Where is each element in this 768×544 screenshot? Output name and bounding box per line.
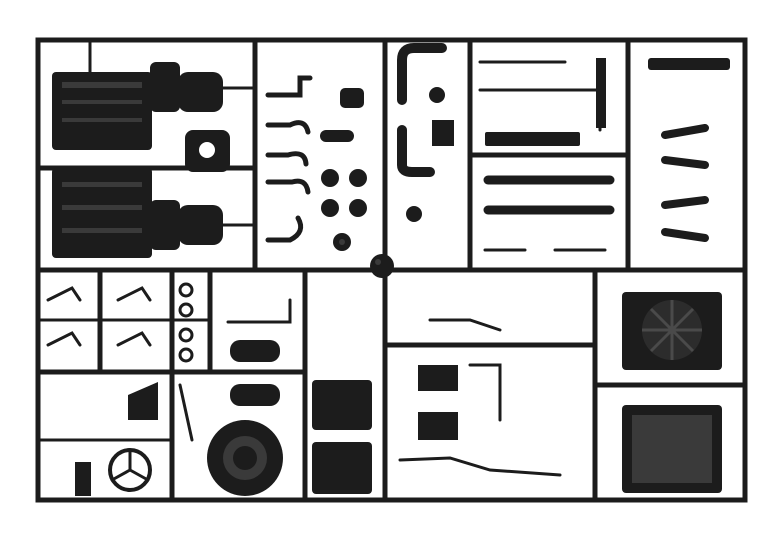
- lower-exhaust-parts: [398, 318, 562, 477]
- sprue-gate-hub: [370, 254, 394, 278]
- frame-rail-parts: [478, 58, 615, 252]
- radiator-fan-part: [622, 292, 722, 370]
- intake-pipe-part: [397, 43, 454, 222]
- grid-runners: [35, 37, 748, 503]
- steering-wheel-part: [75, 382, 158, 496]
- fuel-tank-parts: [226, 298, 292, 406]
- engine-block-part: [52, 38, 257, 150]
- hose-fittings-column: [265, 75, 367, 251]
- floor-plate-parts: [312, 380, 372, 494]
- wheel-hub-part: [178, 383, 283, 496]
- gearbox-housing-part: [185, 130, 230, 172]
- outer-frame: [35, 37, 748, 503]
- radiator-core-part: [622, 405, 722, 493]
- exhaust-pipe-parts: [648, 58, 730, 242]
- engine-block-part-mirror: [52, 168, 257, 258]
- bracket-parts: [46, 282, 194, 363]
